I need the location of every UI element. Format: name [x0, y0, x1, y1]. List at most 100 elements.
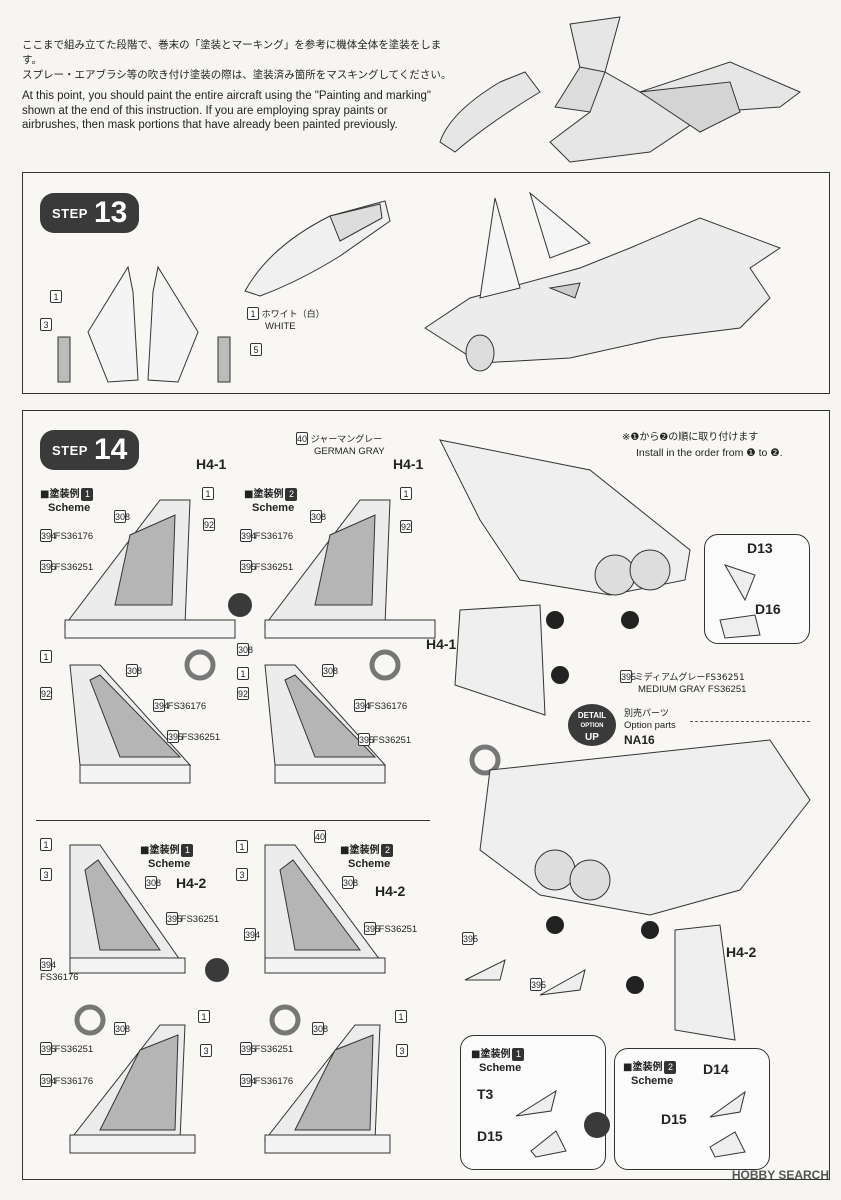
fs36251-label: FS36251 [378, 924, 418, 935]
scheme-en: Scheme [348, 858, 391, 870]
step13-callout-3: 3 [40, 318, 52, 332]
callout-308: 308 [322, 664, 338, 678]
part-number-1: 1 [202, 487, 214, 500]
callout-1: 1 [400, 487, 412, 501]
option-parts-code: NA16 [624, 733, 655, 747]
fs36176-label: FS36176 [40, 972, 79, 983]
part-number-1: 1 [237, 667, 249, 680]
step14-badge: STEP 14 [40, 430, 140, 470]
callout-394-fs36176: 394 FS36176 [240, 529, 293, 543]
part-number-1: 1 [400, 487, 412, 500]
callout-40: 40 [314, 830, 326, 844]
part-number-3: 3 [40, 868, 52, 881]
callout-395-fs36251: 395 FS36251 [167, 730, 220, 744]
parts-t3-d15-illustration [515, 1089, 567, 1158]
part-number-1: 1 [236, 840, 248, 853]
part-number-1: 1 [40, 650, 52, 663]
callout-394-fs36176: 394 FS36176 [40, 529, 93, 543]
scheme-number: 1 [181, 844, 194, 857]
detail-box-d13-d16: D13 D16 [704, 534, 810, 644]
callout-395-fs36251: 395 FS36251 [240, 1042, 293, 1056]
callout-395: 395 [462, 932, 479, 946]
step13-aircraft-illustration [424, 191, 782, 372]
scheme-jp: ■塗装例 [244, 489, 284, 500]
paint-number-395: 395 [40, 1042, 57, 1055]
callout-395-fs36251: 395 FS36251 [40, 560, 93, 574]
callout-395-fs36251: 395 FS36251 [166, 912, 219, 926]
callout-92: 92 [40, 687, 52, 701]
paint-number-308: 308 [114, 1022, 131, 1035]
callout-308: 308 [114, 510, 131, 524]
paint-number-394: 394 [240, 1074, 257, 1087]
part-d14-label: D14 [703, 1061, 729, 1077]
paint-number-308: 308 [145, 876, 162, 889]
callout-308: 308 [114, 1022, 131, 1036]
scheme-number: 2 [381, 844, 394, 857]
callout-1: 1 [40, 838, 52, 852]
aircraft-overview-illustration [439, 16, 801, 163]
step13-number: 13 [93, 196, 128, 229]
intro-en-line1: At this point, you should paint the enti… [22, 90, 431, 102]
callout-395-fs36251: 395 FS36251 [364, 922, 417, 936]
loose-parts-illustration [464, 959, 586, 996]
detail-badge-top: DETAIL [577, 711, 607, 720]
scheme-number: 2 [664, 1061, 677, 1074]
medium-gray-en: MEDIUM GRAY FS36251 [638, 684, 747, 695]
swap-icon [205, 958, 229, 982]
callout-3: 3 [200, 1044, 212, 1058]
part-number-92: 92 [40, 687, 52, 700]
medium-gray-jp: ミディアムグレーFS36251 [634, 673, 745, 683]
callout-394-fs36176: 394 FS36176 [153, 699, 206, 713]
option-parts-en: Option parts [624, 720, 676, 731]
part-number-5: 5 [250, 343, 262, 356]
callout-395: 395 [530, 978, 546, 992]
paint-number-394: 394 [153, 699, 170, 712]
detail-badge-bottom: UP [585, 732, 599, 743]
fs36176-label: FS36176 [54, 1076, 94, 1087]
part-number-1: 1 [198, 1010, 210, 1023]
rotate-icon [369, 649, 401, 681]
callout-1: 1 [395, 1010, 407, 1024]
callout-92: 92 [400, 520, 412, 534]
paint-number-394: 394 [244, 928, 261, 941]
callout-394-fs36176: 394 FS36176 [240, 1074, 293, 1088]
paint-number-395: 395 [166, 912, 183, 925]
paint-number-308: 308 [114, 510, 131, 523]
fs36251-label: FS36251 [254, 1044, 294, 1055]
fs36251-label: FS36251 [54, 562, 94, 573]
step14-label: STEP [52, 442, 88, 458]
scheme-en: Scheme [479, 1062, 522, 1074]
callout-308: 308 [145, 876, 162, 890]
option-parts-note: 別売パーツ Option parts NA16 [624, 708, 676, 746]
white-paint-jp: ホワイト（白） [261, 310, 325, 320]
paint-number-395: 395 [167, 730, 184, 743]
step13-callout-5: 5 [250, 343, 262, 357]
fs36176-label: FS36176 [368, 701, 408, 712]
paint-number-395: 395 [462, 932, 479, 945]
step13-callout-1a: 1 [50, 290, 62, 304]
paint-number-395: 395 [364, 922, 381, 935]
part-t3-label: T3 [477, 1086, 494, 1102]
rotate-icon [74, 1004, 106, 1036]
scheme-jp: ■塗装例 [623, 1062, 663, 1073]
parts-d13-d16-illustration [719, 564, 761, 639]
part-h4-1-label: H4-1 [196, 456, 227, 472]
paint-number-308: 308 [310, 510, 327, 523]
rear-fuselage-illustration-lower [469, 739, 811, 1041]
paint-number-308: 308 [237, 643, 254, 656]
part-number-3: 3 [40, 318, 52, 331]
paint-number-395: 395 [358, 733, 375, 746]
intro-jp-line1: ここまで組み立てた段階で、巻末の「塗装とマーキング」を参考に機体全体を塗装をしま… [22, 39, 442, 66]
option-parts-jp: 別売パーツ [624, 709, 669, 719]
swap-icon [228, 593, 252, 617]
fs36176-label: FS36176 [54, 531, 94, 542]
fs36176-label: FS36176 [167, 701, 207, 712]
scheme-number: 1 [81, 488, 94, 501]
step13-label: STEP [52, 205, 88, 221]
install-order-note: ※❶から❷の順に取り付けます Install in the order from… [622, 428, 783, 459]
install-order-jp: ※❶から❷の順に取り付けます [622, 432, 759, 443]
part-h4-1-label: H4-1 [393, 456, 424, 472]
paint-number-394: 394 [354, 699, 371, 712]
